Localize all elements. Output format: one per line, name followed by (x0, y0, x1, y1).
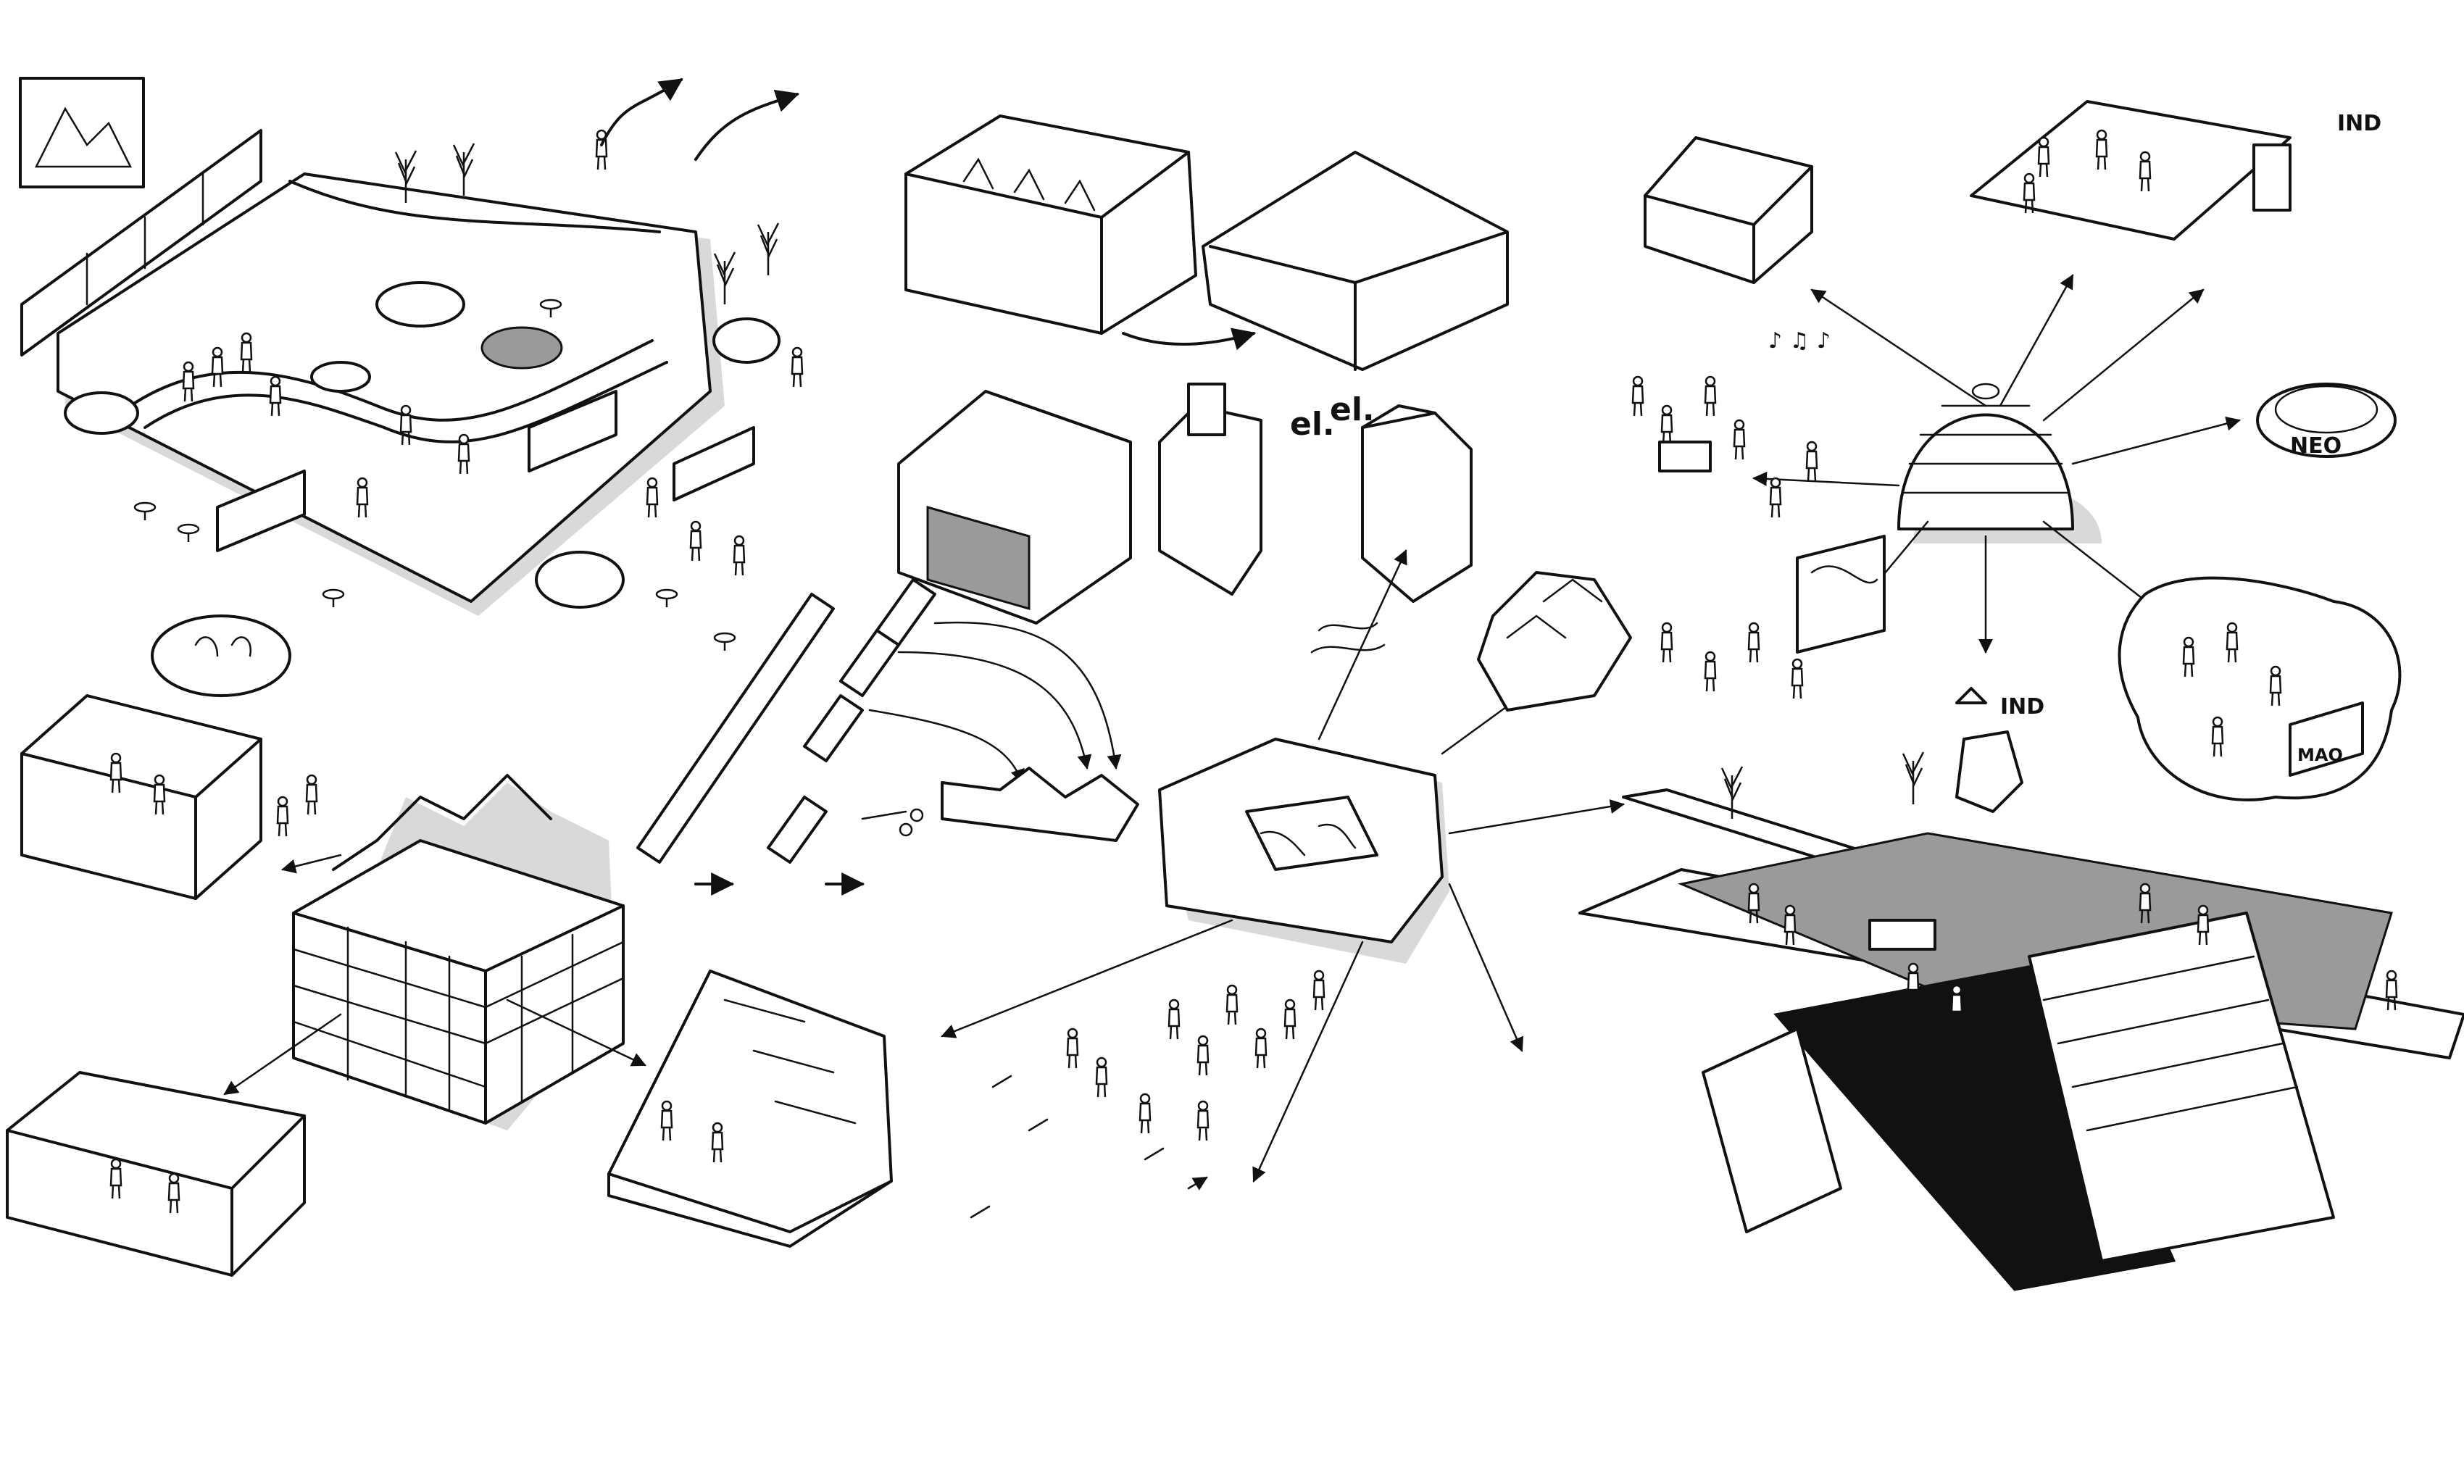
planter (64, 391, 139, 435)
up-arrow-icon (1955, 687, 1987, 704)
sunken-pit (480, 326, 563, 370)
sports-court (1970, 100, 2292, 241)
prism-segment (875, 578, 936, 646)
long-house (904, 114, 1197, 335)
crowd-arrows (970, 970, 1325, 1219)
el-label-right: el. (1330, 391, 1375, 428)
small-house (1361, 412, 1473, 603)
round-pit (535, 551, 625, 609)
canopy (1868, 919, 1936, 951)
cylinder-kiosk (2252, 143, 2292, 212)
art-panel (1796, 535, 1886, 654)
bookshelf (216, 470, 306, 552)
mao-label: MAO (2297, 745, 2343, 765)
scissors-icon (861, 810, 907, 820)
underground-room (1702, 1027, 1842, 1233)
workshop-blob (2118, 576, 2402, 801)
stacked-gable-block (292, 839, 625, 1125)
sunken-court (375, 281, 465, 328)
clustered-houses (941, 767, 1139, 842)
conical-dome (1897, 413, 2074, 530)
library-floor-plate (57, 172, 712, 603)
eye-icon (1971, 383, 2000, 400)
framed-picture (19, 77, 145, 188)
stacked-block-cluster (6, 694, 893, 1277)
furnished-room (6, 1071, 306, 1277)
house-cluster-small (1477, 571, 1632, 712)
gallery-wall (20, 129, 262, 357)
ind-label-mid: IND (2000, 694, 2044, 720)
hatched-oval (151, 614, 291, 697)
splitting-diagram (636, 549, 1632, 1219)
street-section-cluster (1578, 751, 2464, 1291)
winged-house (1202, 151, 1509, 371)
round-stage (2256, 383, 2397, 458)
activity-hub-cluster: IND ♪ ♫ ♪ NEO MAO IND (1631, 100, 2402, 813)
long-prism (636, 593, 835, 864)
a-frame-house (607, 970, 893, 1248)
svg-text:♪ ♫ ♪: ♪ ♫ ♪ (1768, 328, 1831, 354)
water-waves (1310, 622, 1386, 654)
library-landscape-cluster (19, 77, 804, 697)
faceted-kiosk (1955, 730, 2023, 813)
neo-label: NEO (2290, 433, 2342, 459)
ind-label-top: IND (2337, 111, 2381, 136)
cafe-room-module (20, 694, 262, 900)
piano (1658, 441, 1712, 472)
house-transformation-cluster: el. el. (897, 114, 1509, 654)
el-label-left: el. (1290, 406, 1335, 443)
small-office-module (1644, 136, 1813, 284)
music-area: ♪ ♫ ♪ (1631, 328, 1831, 519)
hatched-ramp (2028, 912, 2335, 1262)
